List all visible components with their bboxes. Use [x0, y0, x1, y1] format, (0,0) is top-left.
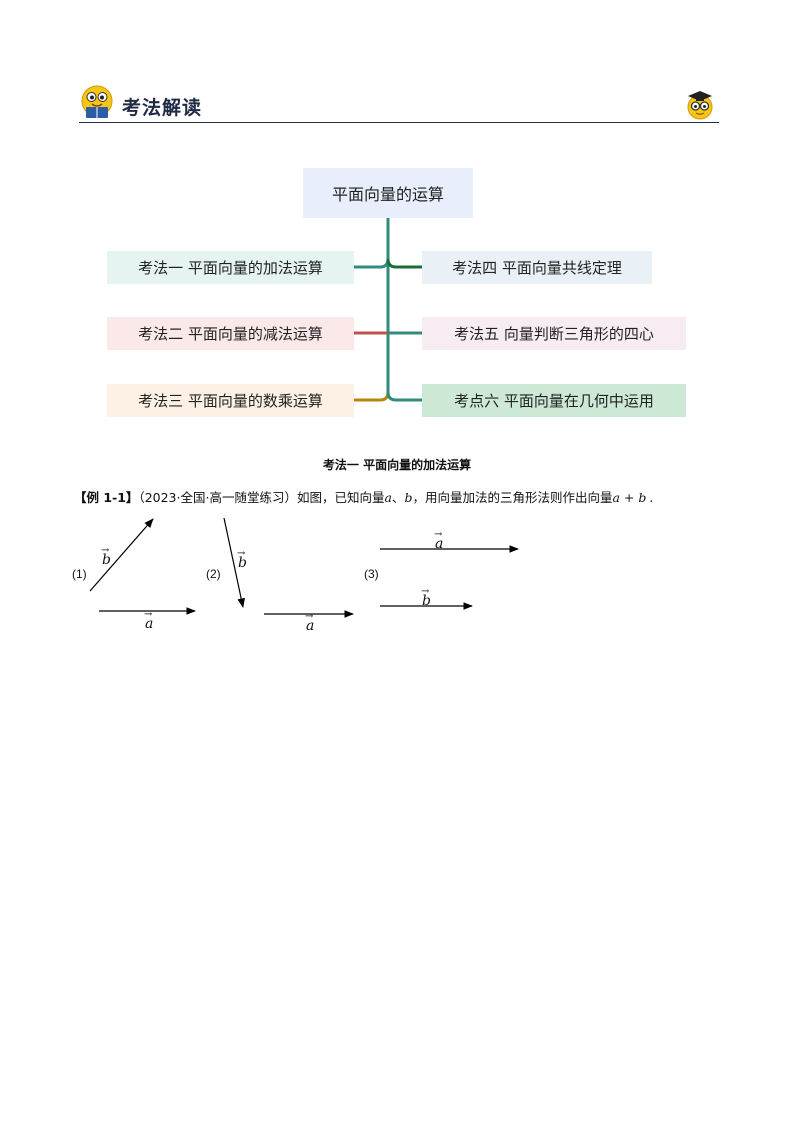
reading-mascot-icon	[81, 85, 113, 118]
fig2-label-b: →b	[237, 548, 247, 571]
mindmap-node-6: 考点六 平面向量在几何中运用	[422, 384, 686, 417]
mindmap-connectors	[354, 218, 422, 402]
figure-label-2: (2)	[206, 567, 221, 581]
connector-branch-4	[386, 258, 422, 269]
fig3-label-b: →b	[421, 586, 431, 609]
header-title: 考法解读	[122, 97, 203, 119]
fig2-label-a: →a	[305, 611, 315, 634]
mindmap-node-1: 考法一 平面向量的加法运算	[107, 251, 354, 284]
mindmap-node-5: 考法五 向量判断三角形的四心	[422, 317, 686, 350]
mindmap-node-3: 考法三 平面向量的数乘运算	[107, 384, 354, 417]
example-text-before: 如图，已知向量	[296, 490, 385, 505]
fig1-label-a: →a	[144, 609, 154, 632]
mindmap-node-4: 考法四 平面向量共线定理	[422, 251, 652, 284]
connector-branch-3	[354, 391, 390, 402]
connector-branch-6	[386, 391, 422, 402]
figure-label-3: (3)	[364, 567, 379, 581]
example-text-middle: ，用向量加法的三角形法则作出向量	[412, 490, 613, 505]
example-label: 【例 1-1】	[74, 490, 139, 505]
header-logo	[80, 85, 114, 119]
example-line: 【例 1-1】（2023·全国·高一随堂练习）如图，已知向量a、b，用向量加法的…	[74, 487, 653, 506]
fig3-label-a: →a	[434, 529, 444, 552]
mindmap-root: 平面向量的运算	[303, 168, 473, 218]
example-vec-b: b	[404, 490, 413, 505]
fig1-vector-b	[89, 518, 154, 592]
header-rule	[79, 122, 719, 123]
graduate-smiley-icon	[687, 91, 713, 120]
fig2-vector-b	[223, 517, 245, 608]
fig1-label-b: →b	[101, 545, 111, 568]
connector-branch-1	[354, 258, 390, 269]
header-right-icon	[685, 88, 715, 120]
example-separator: 、	[391, 490, 405, 505]
vector-figures	[89, 517, 519, 618]
section-heading: 考法一 平面向量的加法运算	[322, 458, 472, 472]
example-sum: a + b	[612, 490, 647, 505]
mindmap-node-2: 考法二 平面向量的减法运算	[107, 317, 354, 350]
example-vec-a: a	[384, 490, 392, 505]
example-end: .	[649, 490, 654, 505]
figure-label-1: (1)	[72, 567, 87, 581]
example-source: （2023·全国·高一随堂练习）	[138, 490, 297, 505]
